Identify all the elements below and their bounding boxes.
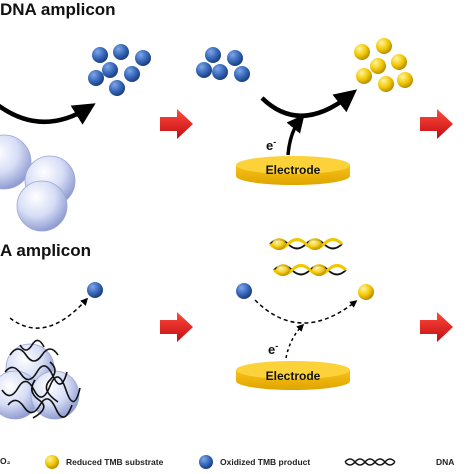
reduced-tmb-dot: [358, 284, 374, 300]
electrode: Electrode: [236, 361, 350, 390]
legend: [45, 455, 396, 469]
electron-label: e-: [268, 341, 278, 357]
bottom-panel: Electrode e-: [0, 238, 453, 420]
oxidized-tmb-dot: [87, 282, 103, 298]
nanoparticle-sphere: [16, 180, 68, 232]
dashed-reduction-arrow: [254, 299, 358, 324]
top-panel-heading: DNA amplicon: [0, 0, 116, 19]
legend-fragment-label: O₂: [0, 456, 11, 466]
process-arrow: [160, 109, 193, 139]
dna-wrapped-nanoparticles: [0, 339, 81, 420]
legend-dna-label: DNA: [436, 457, 455, 467]
oxidized-tmb-dot: [236, 283, 252, 299]
top-catalysis-arrow: [0, 103, 96, 125]
dna-helix: [272, 264, 348, 276]
electrode: Electrode: [236, 156, 350, 185]
oxidized-tmb-cluster: [196, 47, 250, 82]
electrode-label: Electrode: [266, 369, 321, 383]
legend-oxidized-label: Oxidized TMB product: [220, 457, 311, 467]
legend-dna-icon: [344, 458, 396, 466]
legend-oxidized-dot: [199, 455, 213, 469]
bottom-panel-heading: A amplicon: [0, 241, 91, 260]
dashed-electron-arrow: [285, 323, 305, 359]
dna-helix: [268, 238, 344, 250]
process-arrow: [420, 312, 453, 342]
process-arrow: [420, 109, 453, 139]
electrode-label: Electrode: [266, 163, 321, 177]
oxidized-tmb-cluster: [88, 44, 151, 96]
dashed-catalysis-arrow: [9, 297, 89, 329]
reduction-arrow: [260, 89, 358, 118]
nanoparticle-sphere: [0, 134, 32, 190]
legend-reduced-label: Reduced TMB substrate: [66, 457, 164, 467]
reduced-tmb-cluster: [354, 38, 413, 92]
electron-label: e-: [266, 137, 276, 153]
legend-reduced-dot: [45, 455, 59, 469]
process-arrow: [160, 312, 193, 342]
top-panel: Electrode e-: [0, 38, 453, 232]
electron-transfer-arrow: [286, 114, 305, 156]
